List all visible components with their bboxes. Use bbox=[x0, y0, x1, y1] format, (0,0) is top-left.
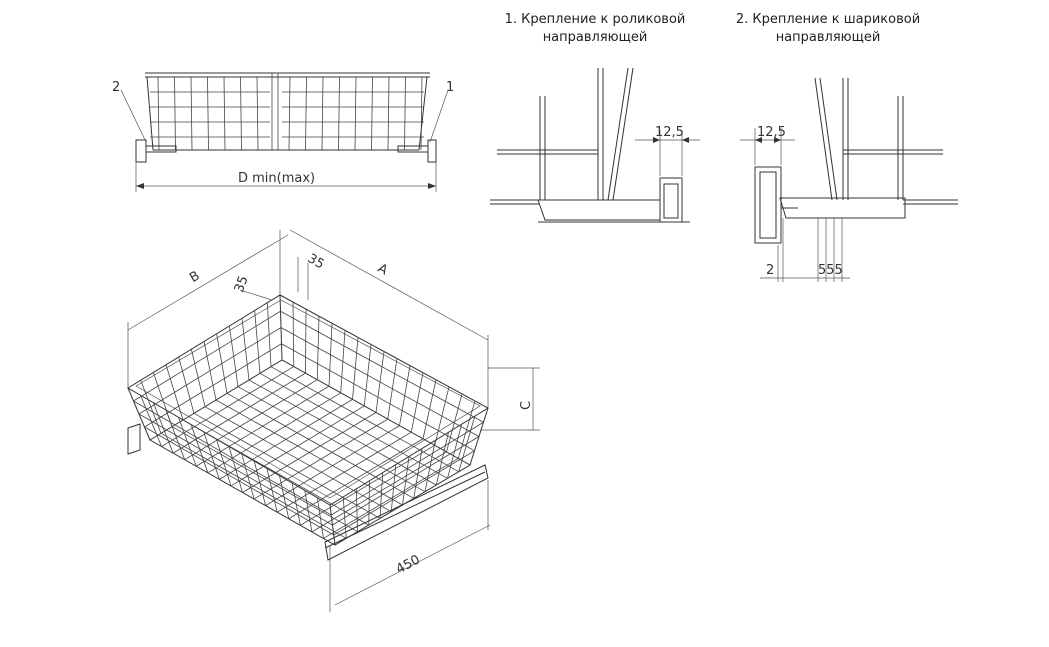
front-wire-vertical bbox=[157, 76, 160, 151]
ball-dim-12-5: 12,5 bbox=[757, 125, 786, 140]
iso-bottom-wire bbox=[230, 405, 365, 487]
front-wire-vertical bbox=[371, 76, 373, 151]
front-wire-vertical bbox=[190, 76, 193, 151]
iso-wall-wire bbox=[144, 426, 334, 536]
caption-roller-mount: 1. Крепление к роликовой направляющей bbox=[490, 11, 700, 47]
front-wire-vertical bbox=[223, 76, 226, 151]
front-wire-vertical bbox=[288, 76, 291, 151]
front-wire-vertical bbox=[174, 76, 176, 151]
front-wire-vertical bbox=[404, 76, 406, 151]
iso-bottom-wire bbox=[276, 431, 412, 513]
iso-bottom-wire bbox=[288, 438, 424, 520]
iso-bottom-wire bbox=[265, 425, 400, 506]
iso-wall-wire bbox=[138, 413, 333, 526]
front-dimension-d: D min(max) bbox=[238, 171, 315, 186]
iso-wall-wire bbox=[144, 343, 282, 428]
iso-dim-35-left: 35 bbox=[232, 274, 252, 295]
front-wire-vertical bbox=[321, 76, 324, 151]
caption-roller-line1: 1. Крепление к роликовой bbox=[504, 12, 686, 27]
front-view-basket bbox=[120, 72, 449, 192]
iso-wall-wire bbox=[331, 421, 484, 516]
iso-bottom-wire bbox=[311, 451, 447, 533]
front-label-1: 1 bbox=[446, 80, 454, 95]
iso-bottom-wire bbox=[161, 366, 294, 447]
iso-bottom-wire bbox=[172, 372, 306, 454]
front-wire-vertical bbox=[207, 76, 209, 151]
front-wire-vertical bbox=[256, 76, 259, 151]
iso-wall-wire bbox=[333, 450, 475, 536]
front-label-2: 2 bbox=[112, 80, 120, 95]
iso-dim-35-right: 35 bbox=[305, 251, 327, 272]
iso-wall-wire bbox=[133, 310, 281, 402]
caption-ball-line2: направляющей bbox=[775, 30, 881, 45]
iso-bottom-wire bbox=[323, 458, 459, 539]
iso-dim-b: B bbox=[187, 268, 202, 285]
ball-mount-detail bbox=[740, 77, 958, 282]
front-wire-vertical bbox=[387, 76, 390, 151]
front-wire-vertical bbox=[305, 76, 307, 151]
isometric-basket bbox=[127, 229, 540, 612]
iso-wall-wire bbox=[133, 400, 332, 516]
caption-ball-line1: 2. Крепление к шариковой bbox=[735, 12, 921, 27]
iso-dim-c: C bbox=[519, 401, 534, 410]
iso-wall-wire bbox=[281, 343, 475, 452]
front-wire-vertical bbox=[420, 76, 423, 151]
iso-bottom-wire bbox=[196, 385, 330, 467]
iso-dim-a: A bbox=[375, 261, 390, 278]
iso-wall-wire bbox=[280, 310, 484, 423]
iso-bottom-wire bbox=[207, 392, 341, 474]
ball-dim-555: 555 bbox=[818, 263, 843, 278]
roller-dim-12-5: 12,5 bbox=[655, 125, 684, 140]
front-wire-vertical bbox=[240, 76, 242, 151]
iso-bottom-wire bbox=[219, 399, 353, 480]
iso-bottom-wire bbox=[253, 418, 388, 500]
iso-wall-wire bbox=[332, 436, 480, 526]
iso-bottom-wire bbox=[184, 379, 318, 461]
ball-dim-2: 2 bbox=[766, 263, 774, 278]
roller-mount-detail bbox=[490, 67, 700, 223]
iso-bottom-wire bbox=[242, 412, 377, 493]
iso-dim-450: 450 bbox=[394, 552, 423, 577]
iso-bottom-wire bbox=[300, 444, 435, 526]
caption-roller-line2: направляющей bbox=[542, 30, 648, 45]
caption-ball-mount: 2. Крепление к шариковой направляющей bbox=[728, 11, 928, 47]
iso-wall-wire bbox=[138, 327, 282, 415]
front-wire-vertical bbox=[338, 76, 340, 151]
iso-wall-wire bbox=[280, 327, 480, 437]
front-wire-vertical bbox=[354, 76, 357, 151]
